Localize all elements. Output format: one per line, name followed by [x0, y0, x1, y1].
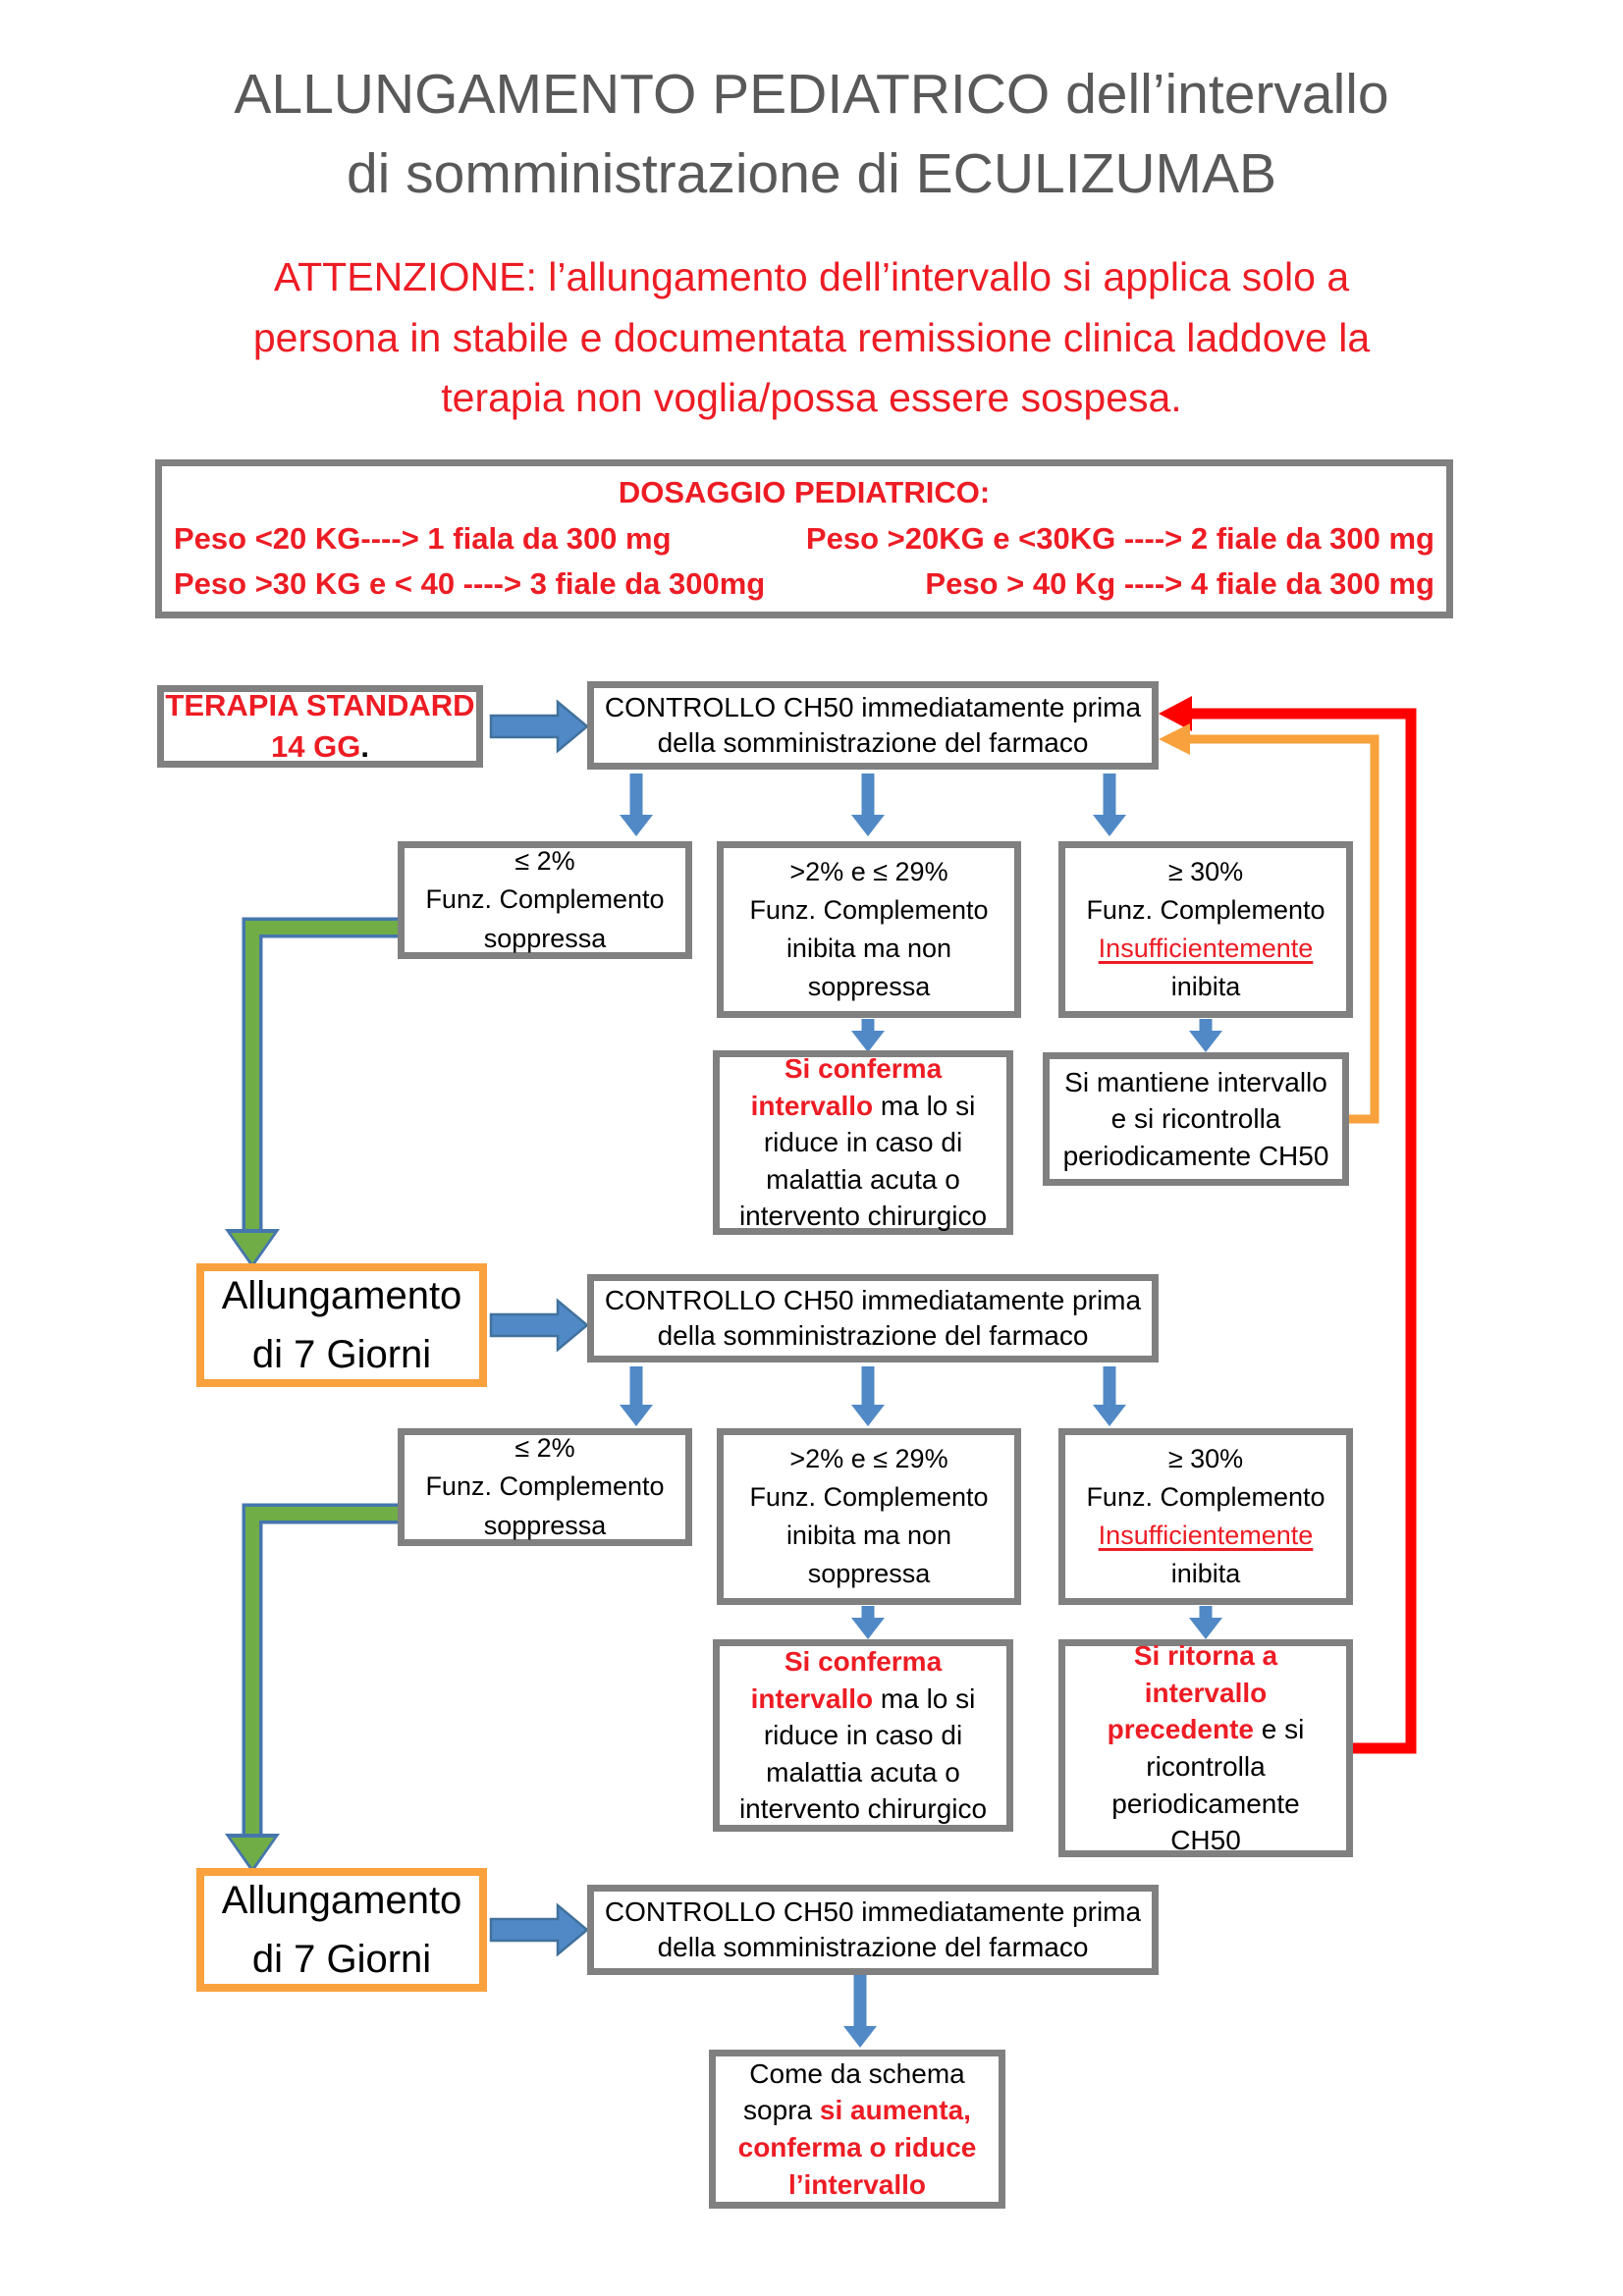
branch-inhibited-box-2: >2% e ≤ 29% Funz. Complemento inibita ma…	[717, 1428, 1021, 1605]
warning-line-3: terapia non voglia/possa essere sospesa.	[441, 375, 1182, 420]
arrow-down-branchmid2	[851, 1606, 885, 1639]
controllo-ch50-box-1: CONTROLLO CH50 immediatamente prima dell…	[587, 681, 1159, 770]
allungamento-7-giorni-box-1: Allungamento di 7 Giorni	[196, 1263, 487, 1387]
final-schema-box: Come da schema sopra si aumenta, conferm…	[709, 2050, 1005, 2209]
ritorna-intervallo-box: Si ritorna a intervallo precedente e si …	[1058, 1639, 1353, 1857]
title-line-1: ALLUNGAMENTO PEDIATRICO dell’intervallo	[234, 63, 1389, 126]
arrow-down-controllo2-center	[851, 1366, 885, 1426]
branch-insufficient-box-1: ≥ 30% Funz. Complemento Insufficientemen…	[1058, 841, 1353, 1018]
dosage-row-1: Peso <20 KG----> 1 fiala da 300 mg Peso …	[162, 516, 1446, 562]
arrow-down-controllo1-center	[851, 774, 885, 836]
warning-text: ATTENZIONE: l’allungamento dell’interval…	[0, 247, 1623, 429]
arrow-down-controllo1-left	[620, 774, 653, 836]
arrow-allungamento1-to-controllo2	[489, 1298, 589, 1353]
green-elbow-arrow-1	[225, 917, 398, 1268]
arrow-down-controllo1-right	[1093, 774, 1126, 836]
arrow-allungamento2-to-controllo3	[489, 1902, 589, 1957]
conferma-intervallo-box-2: Si conferma intervallo ma lo si riduce i…	[713, 1639, 1013, 1832]
arrow-down-controllo2-right	[1093, 1366, 1126, 1426]
branch-suppressed-box-2: ≤ 2% Funz. Complemento soppressa	[398, 1428, 692, 1546]
controllo-ch50-box-3: CONTROLLO CH50 immediatamente prima dell…	[587, 1885, 1159, 1975]
terapia-standard-box: TERAPIA STANDARD 14 GG.	[157, 685, 483, 768]
dosage-row-2: Peso >30 KG e < 40 ----> 3 fiale da 300m…	[162, 561, 1446, 608]
green-elbow-arrow-2	[225, 1503, 398, 1873]
arrow-down-branchmid1	[851, 1019, 885, 1052]
mantiene-intervallo-box: Si mantiene intervallo e si ricontrolla …	[1043, 1052, 1349, 1186]
terapia-line-2: 14 GG.	[271, 729, 369, 764]
arrow-down-branchhigh2	[1189, 1606, 1222, 1639]
conferma-intervallo-box-1: Si conferma intervallo ma lo si riduce i…	[713, 1050, 1013, 1235]
dosage-weight-20-30: Peso >20KG e <30KG ----> 2 fiale da 300 …	[805, 520, 1434, 556]
page-title: ALLUNGAMENTO PEDIATRICO dell’intervallo …	[0, 55, 1623, 214]
arrow-down-branchhigh1	[1189, 1019, 1222, 1052]
dosage-box: DOSAGGIO PEDIATRICO: Peso <20 KG----> 1 …	[155, 459, 1453, 618]
dosage-weight-30-40: Peso >30 KG e < 40 ----> 3 fiale da 300m…	[174, 566, 766, 602]
warning-line-2: persona in stabile e documentata remissi…	[252, 314, 1371, 360]
arrow-down-controllo3	[843, 1975, 877, 2048]
branch-insufficient-box-2: ≥ 30% Funz. Complemento Insufficientemen…	[1058, 1428, 1353, 1605]
branch-inhibited-box-1: >2% e ≤ 29% Funz. Complemento inibita ma…	[717, 841, 1021, 1018]
arrow-down-controllo2-left	[620, 1366, 653, 1426]
branch-suppressed-box-1: ≤ 2% Funz. Complemento soppressa	[398, 841, 692, 959]
dosage-weight-over40: Peso > 40 Kg ----> 4 fiale da 300 mg	[925, 566, 1434, 602]
warning-line-1: ATTENZIONE: l’allungamento dell’interval…	[273, 254, 1350, 299]
controllo-ch50-box-2: CONTROLLO CH50 immediatamente prima dell…	[587, 1274, 1159, 1362]
dosage-weight-under20: Peso <20 KG----> 1 fiala da 300 mg	[174, 520, 672, 556]
dosage-title: DOSAGGIO PEDIATRICO:	[618, 475, 991, 510]
arrow-terapia-to-controllo1	[489, 699, 589, 754]
terapia-line-1: TERAPIA STANDARD	[165, 688, 475, 723]
title-line-2: di somministrazione di ECULIZUMAB	[346, 141, 1277, 205]
allungamento-7-giorni-box-2: Allungamento di 7 Giorni	[196, 1868, 487, 1992]
